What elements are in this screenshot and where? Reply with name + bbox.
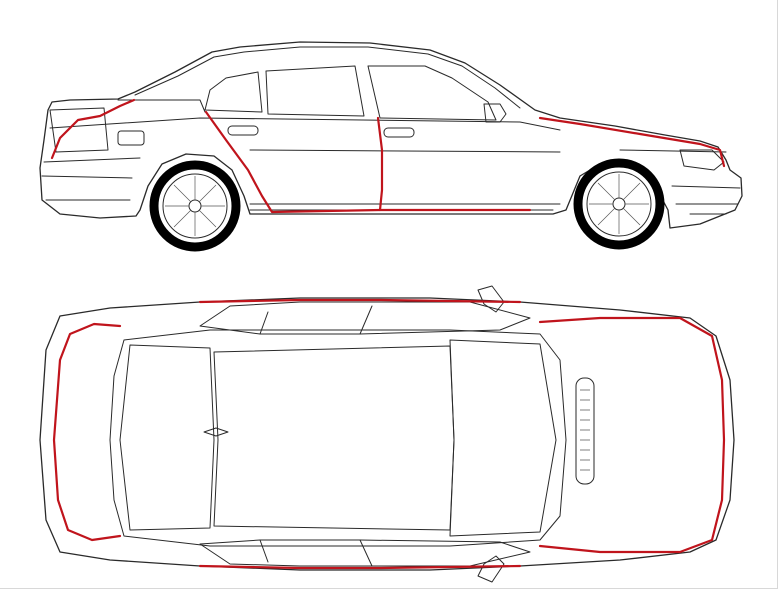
side-window-rear: [204, 71, 263, 113]
top-greenhouse: [109, 329, 567, 547]
top-body-outline: [39, 297, 735, 571]
top-mirror-lower: [477, 555, 505, 583]
hood-vent: [575, 377, 595, 485]
top-seal-upper-doors: [198, 298, 522, 304]
front-door-handle: [383, 127, 415, 138]
top-mirror-upper: [477, 285, 505, 313]
top-windshield: [449, 339, 557, 537]
top-lower-side-glass: [199, 539, 531, 567]
front-wheel: [573, 158, 665, 250]
rear-bumper: [41, 175, 133, 201]
side-seal-rear-door: [204, 110, 382, 214]
side-seal-front-door: [376, 116, 532, 212]
top-seal-lower-doors: [198, 564, 522, 570]
fuel-cap: [117, 130, 145, 146]
top-roof-panel: [213, 345, 455, 531]
front-bumper: [671, 185, 741, 215]
taillight: [49, 107, 109, 153]
top-upper-pillars: [259, 305, 373, 335]
headlight: [679, 149, 725, 171]
side-seal-hood: [538, 116, 726, 168]
top-rear-window: [119, 344, 215, 531]
roof-antenna: [203, 427, 229, 437]
rear-door-handle: [227, 125, 259, 136]
side-view: [39, 41, 743, 252]
side-body-outline: [39, 41, 743, 229]
side-belt-line: [49, 117, 561, 131]
side-mirror: [483, 103, 507, 123]
top-seal-hood: [538, 316, 726, 554]
top-seal-trunk: [52, 322, 122, 542]
top-lower-pillars: [259, 539, 373, 567]
side-roof-line: [134, 46, 521, 109]
side-window-middle: [265, 65, 365, 117]
rear-wheel: [149, 160, 241, 252]
top-upper-side-glass: [199, 301, 531, 335]
side-seal-rear: [50, 98, 136, 160]
top-view: [39, 285, 735, 583]
side-character-line: [43, 149, 727, 163]
side-window-front: [367, 65, 497, 121]
side-c-pillar: [117, 99, 206, 113]
